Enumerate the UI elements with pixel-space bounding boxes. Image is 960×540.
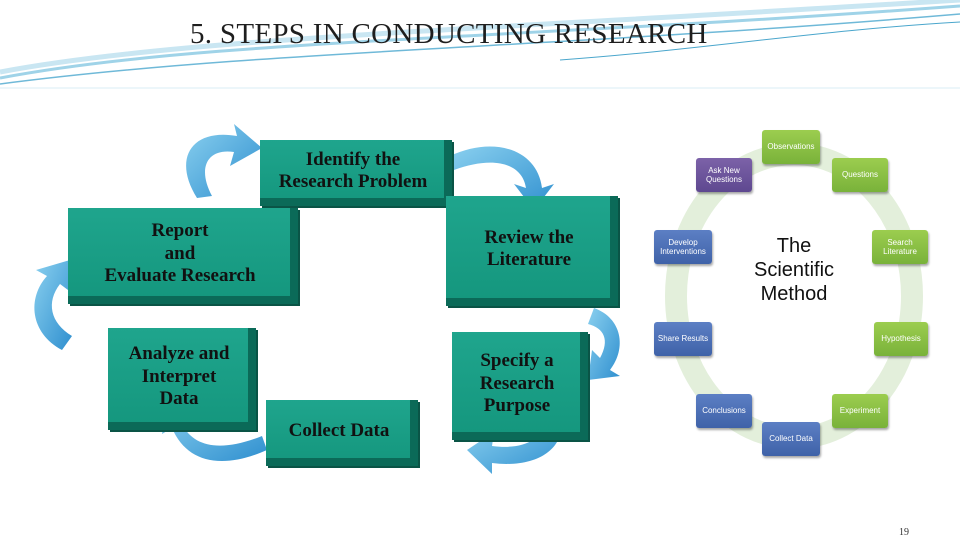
node-conclusions: Conclusions (696, 394, 752, 428)
step-report-evaluate: Report and Evaluate Research (68, 208, 298, 304)
node-questions: Questions (832, 158, 888, 192)
node-collect-data: Collect Data (762, 422, 820, 456)
header-swoosh-decoration (0, 0, 960, 89)
step-specify-purpose: Specify a Research Purpose (452, 332, 588, 440)
node-hypothesis: Hypothesis (874, 322, 928, 356)
node-search-literature: Search Literature (872, 230, 928, 264)
node-share-results: Share Results (654, 322, 712, 356)
arrow-report-to-identify (186, 124, 262, 198)
slide-title: 5. STEPS IN CONDUCTING RESEARCH (190, 18, 708, 50)
scientific-method-diagram: The Scientific Method Observations Quest… (648, 126, 938, 466)
page-number: 19 (899, 527, 909, 538)
arrow-analyze-to-report (34, 260, 72, 350)
scientific-method-title: The Scientific Method (753, 235, 835, 305)
step-identify-problem: Identify the Research Problem (260, 140, 452, 206)
research-cycle-diagram: Identify the Research Problem Review the… (22, 118, 634, 480)
node-ask-new-questions: Ask New Questions (696, 158, 752, 192)
node-develop-interventions: Develop Interventions (654, 230, 712, 264)
step-review-literature: Review the Literature (446, 196, 618, 306)
node-experiment: Experiment (832, 394, 888, 428)
step-collect-data: Collect Data (266, 400, 418, 466)
arrow-review-to-specify (588, 308, 620, 380)
arrow-identify-to-review (450, 146, 554, 210)
node-observations: Observations (762, 130, 820, 164)
arrow-collect-to-analyze (162, 402, 267, 462)
step-analyze-interpret: Analyze and Interpret Data (108, 328, 256, 430)
